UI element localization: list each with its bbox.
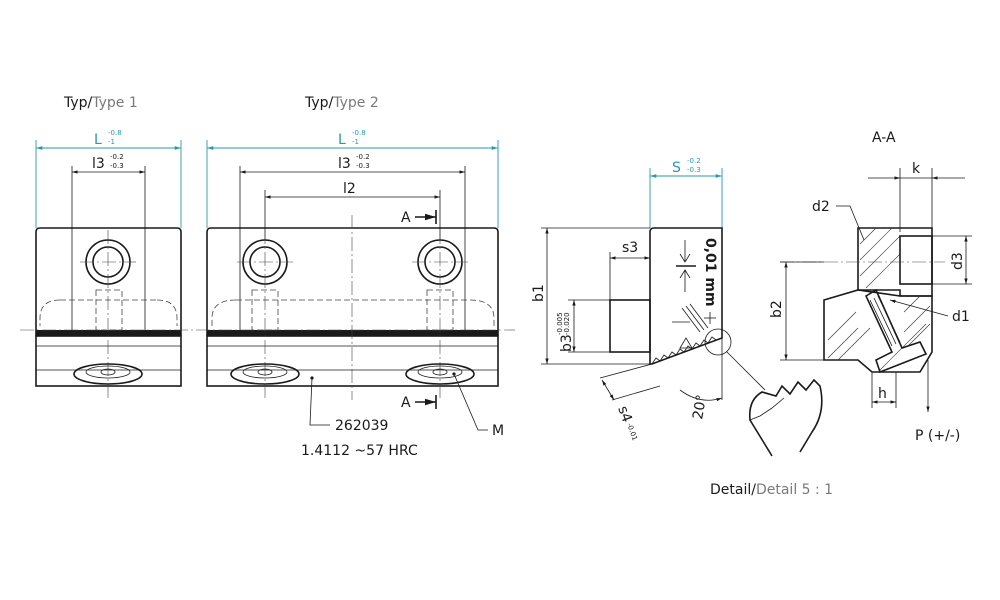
part-number: 262039: [335, 418, 388, 434]
section-A-bottom: A: [401, 395, 411, 411]
detail-label: Detail/Detail 5 : 1: [710, 482, 833, 498]
side-view: S -0.2 -0.3 0,01 mm b1 s3 b3: [531, 157, 766, 442]
svg-text:-1: -1: [108, 138, 115, 146]
section-title: A-A: [872, 130, 896, 146]
force-label: P (+/-): [915, 428, 960, 444]
svg-text:-0.005: -0.005: [556, 312, 564, 335]
detail-view: Detail/Detail 5 : 1: [710, 378, 833, 498]
material-spec: 1.4112 ~57 HRC: [301, 443, 418, 459]
svg-text:-1: -1: [352, 138, 359, 146]
svg-text:-0.3: -0.3: [110, 162, 124, 170]
type1-view: Typ/Type 1 L -0.8 -1 l3 -0.2 -0.3: [20, 95, 196, 400]
section-h-label: h: [878, 386, 887, 402]
svg-text:-0.2: -0.2: [687, 157, 701, 165]
section-d1-label: d1: [952, 309, 970, 325]
side-s3-label: s3: [622, 240, 638, 256]
svg-text:-0.3: -0.3: [687, 166, 701, 174]
side-S-label: S: [672, 160, 681, 176]
section-b2-label: b2: [769, 300, 785, 318]
side-marking: 0,01 mm: [702, 238, 718, 307]
section-A-top: A: [401, 210, 411, 226]
svg-text:-0.01: -0.01: [625, 422, 639, 442]
section-k-label: k: [912, 161, 921, 177]
svg-text:-0.3: -0.3: [356, 162, 370, 170]
type2-l3-label: l3: [338, 156, 351, 172]
section-d2-label: d2: [812, 199, 830, 215]
label-M: M: [492, 423, 504, 439]
svg-text:-0.020: -0.020: [563, 312, 571, 335]
side-b1-label: b1: [531, 284, 547, 302]
type1-title: Typ/Type 1: [63, 95, 138, 111]
section-d3-label: d3: [950, 252, 966, 270]
type2-view: Typ/Type 2 L -0.8 -1 l3 -0.2 -0.3 l2 A A: [196, 95, 515, 459]
side-angle-label: 20°: [690, 393, 710, 420]
type2-L-label: L: [338, 132, 346, 148]
svg-text:-0.2: -0.2: [110, 153, 124, 161]
svg-text:-0.8: -0.8: [352, 129, 366, 137]
type2-title: Typ/Type 2: [304, 95, 379, 111]
type2-l2-label: l2: [343, 181, 356, 197]
svg-text:-0.8: -0.8: [108, 129, 122, 137]
section-view: A-A k: [769, 130, 972, 444]
svg-text:-0.2: -0.2: [356, 153, 370, 161]
type1-L-label: L: [94, 132, 102, 148]
side-b3-label: b3: [559, 334, 575, 352]
side-s4-label: s4: [614, 404, 635, 425]
type1-l3-label: l3: [92, 156, 105, 172]
